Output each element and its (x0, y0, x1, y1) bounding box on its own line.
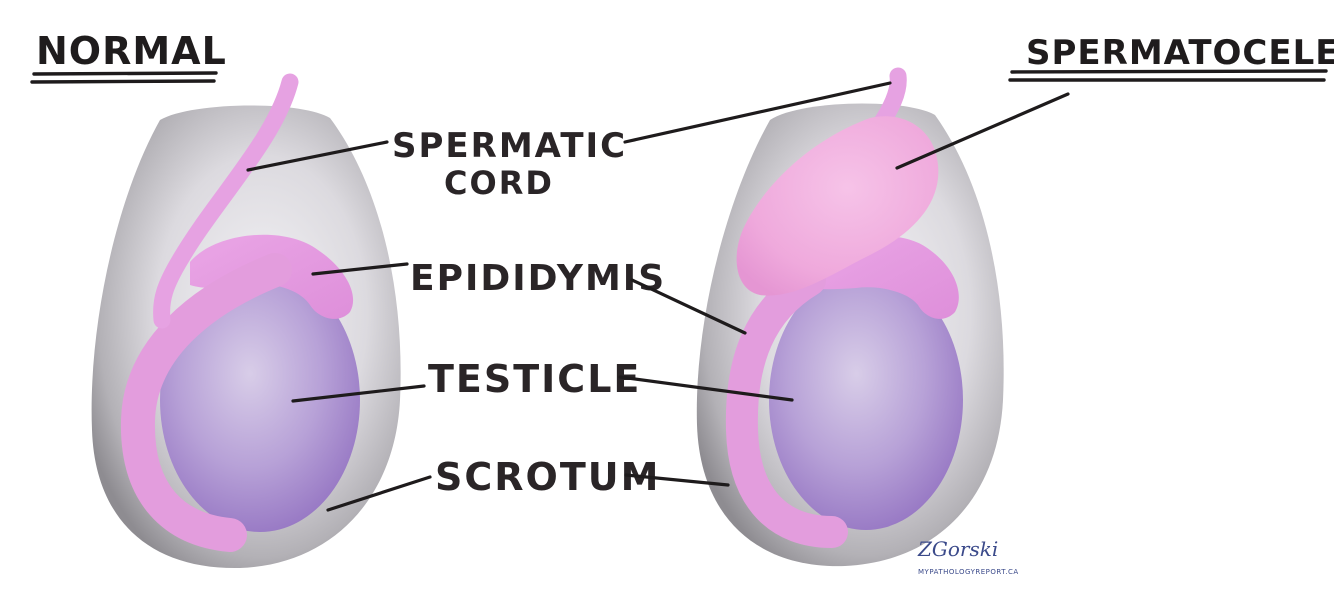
spermatocele-cyst (736, 116, 939, 296)
heading-normal-underline-1 (32, 71, 218, 76)
leader-normal-scrotum (326, 475, 432, 512)
label-spermatic-line1: SPERMATIC (392, 126, 627, 166)
normal-vas-deferens (120, 253, 292, 552)
label-testicle: TESTICLE (428, 357, 641, 401)
normal-illustration (91, 73, 401, 569)
leader-spermatocele-testicle (618, 375, 794, 402)
leader-spermatocele-scrotum (624, 473, 730, 487)
normal-spermatic-cord (153, 73, 299, 329)
spermatocele-vas-deferens (725, 264, 848, 548)
artist-signature: ZGorski (917, 537, 998, 561)
leader-spermatocele-epididymis (630, 278, 747, 335)
heading-normal-underline-2 (30, 79, 216, 84)
heading-spermatocele: SPERMATOCELE (1026, 33, 1334, 73)
label-spermatic-line2: CORD (444, 164, 554, 202)
leader-spermatocele-spermatic-cord (623, 81, 892, 144)
leader-spermatocele-cyst (895, 92, 1070, 170)
normal-testicle (160, 268, 360, 532)
label-scrotum: SCROTUM (435, 455, 660, 499)
label-epididymis: EPIDIDYMIS (410, 258, 666, 299)
spermatocele-illustration (696, 67, 1004, 567)
heading-spermatocele-underline-1 (1010, 69, 1328, 74)
spermatocele-testicle (769, 270, 963, 530)
artist-website: MYPATHOLOGYREPORT.CA (918, 568, 1019, 576)
leader-normal-testicle (291, 384, 426, 403)
heading-normal: NORMAL (36, 29, 227, 73)
leader-normal-epididymis (311, 262, 409, 276)
leader-normal-spermatic-cord (246, 140, 389, 172)
